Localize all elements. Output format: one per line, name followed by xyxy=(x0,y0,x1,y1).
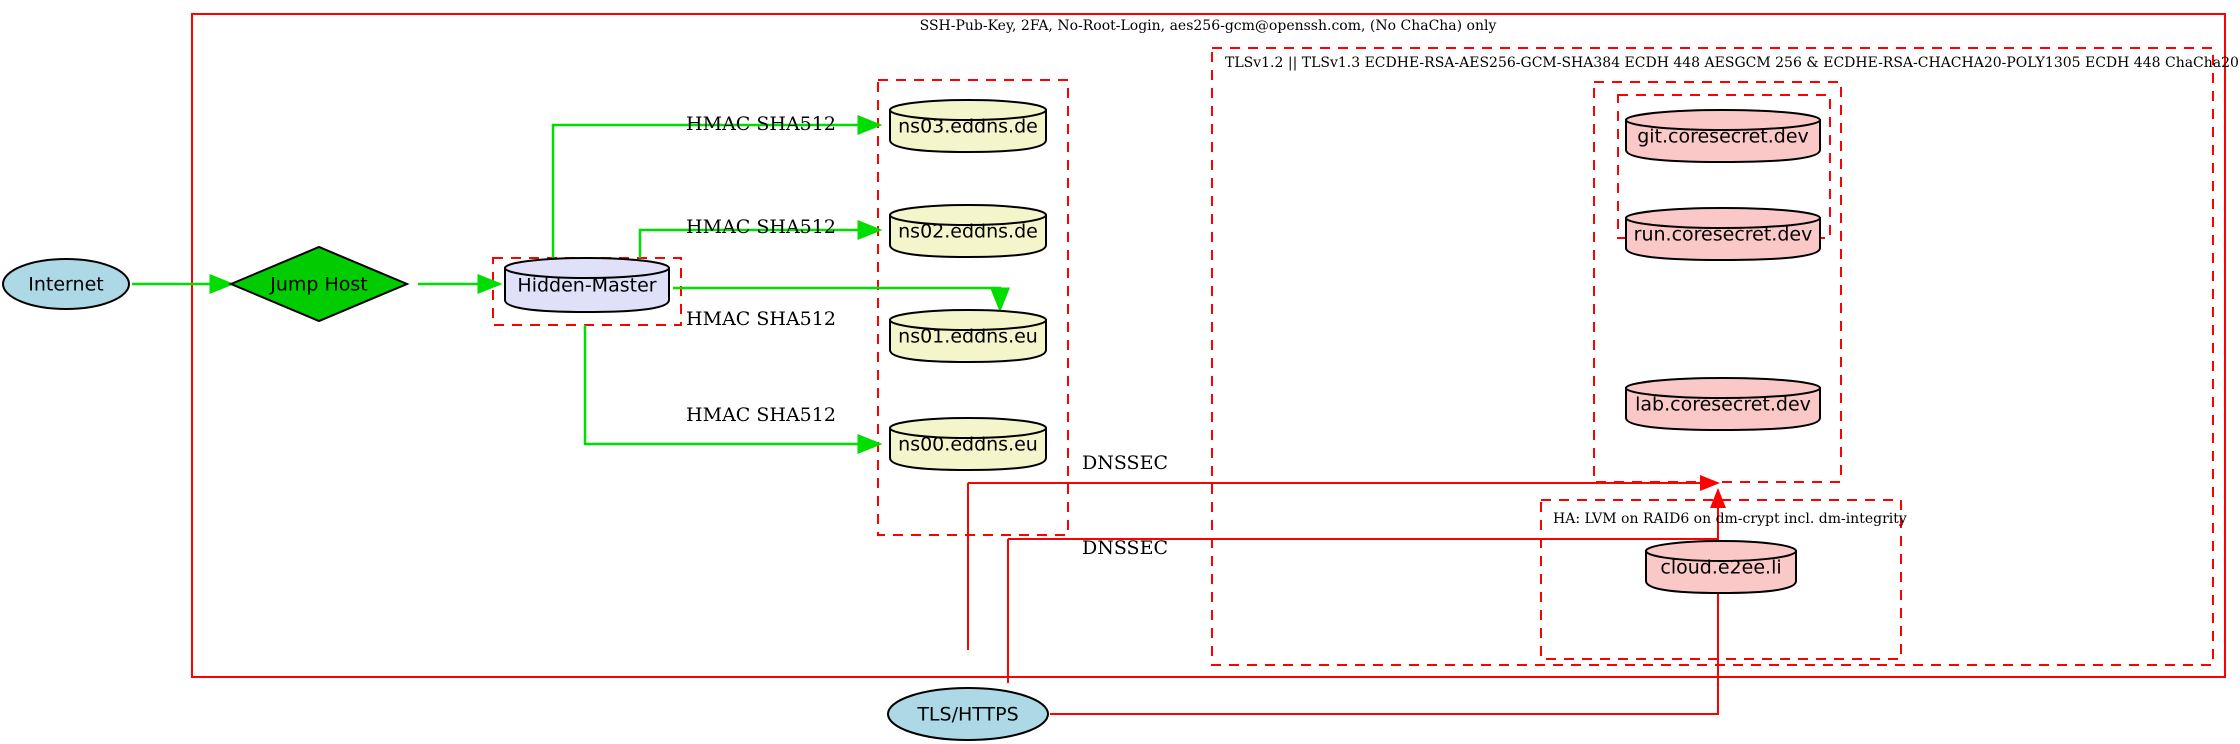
node-ns02[interactable]: ns02.eddns.de xyxy=(889,204,1047,259)
git-top xyxy=(1625,109,1821,131)
run-body xyxy=(1625,217,1821,262)
edge-hiddenmaster-ns01 xyxy=(673,286,1010,313)
edge-hiddenmaster-ns00 xyxy=(583,325,883,454)
ns03-label: ns03.eddns.de xyxy=(898,116,1038,138)
cluster-label-tls-ciphers: TLSv1.2 || TLSv1.3 ECDHE-RSA-AES256-GCM-… xyxy=(1225,55,2240,71)
ns02-top xyxy=(889,204,1047,226)
cluster-outer-ssh xyxy=(191,13,2226,678)
node-hiddenmaster[interactable]: Hidden-Master xyxy=(504,257,670,314)
ns03-top xyxy=(889,99,1047,121)
node-jumphost[interactable]: Jump Host xyxy=(228,245,410,323)
ns00-top xyxy=(889,417,1047,439)
cluster-label-ha-storage: HA: LVM on RAID6 on dm-crypt incl. dm-in… xyxy=(1553,511,1907,527)
ns01-label: ns01.eddns.eu xyxy=(898,326,1038,348)
edge-label-hmac-ns01: HMAC SHA512 xyxy=(686,308,836,330)
run-label: run.coresecret.dev xyxy=(1634,224,1813,246)
jumphost-shape xyxy=(228,245,410,323)
node-git-coresecret[interactable]: git.coresecret.dev xyxy=(1625,109,1821,164)
edge-hiddenmaster-ns02 xyxy=(638,220,883,258)
node-lab-coresecret[interactable]: lab.coresecret.dev xyxy=(1625,377,1821,432)
internet-shape xyxy=(2,258,130,310)
lab-top xyxy=(1625,377,1821,399)
node-run-coresecret[interactable]: run.coresecret.dev xyxy=(1625,207,1821,262)
edge-label-dnssec-upper: DNSSEC xyxy=(1082,452,1168,474)
ns02-label: ns02.eddns.de xyxy=(898,221,1038,243)
lab-body xyxy=(1625,387,1821,432)
hiddenmaster-label: Hidden-Master xyxy=(517,275,656,297)
edge-label-hmac-ns03: HMAC SHA512 xyxy=(686,113,836,135)
node-internet[interactable]: Internet xyxy=(2,258,130,310)
node-ns00[interactable]: ns00.eddns.eu xyxy=(889,417,1047,472)
hiddenmaster-body xyxy=(504,267,670,314)
cluster-dns-box xyxy=(877,79,1069,536)
ns02-body xyxy=(889,214,1047,259)
ns00-label: ns00.eddns.eu xyxy=(898,434,1038,456)
git-label: git.coresecret.dev xyxy=(1637,126,1809,148)
jumphost-label: Jump Host xyxy=(269,274,368,296)
internet-label: Internet xyxy=(28,274,103,296)
ns01-top xyxy=(889,309,1047,331)
run-top xyxy=(1625,207,1821,229)
git-body xyxy=(1625,119,1821,164)
tlshttps-shape xyxy=(887,687,1049,741)
edge-hiddenmaster-ns03 xyxy=(551,115,883,258)
edge-label-dnssec-lower: DNSSEC xyxy=(1082,537,1168,559)
cloud-top xyxy=(1645,540,1797,562)
ns03-body xyxy=(889,109,1047,154)
ns01-body xyxy=(889,319,1047,364)
hiddenmaster-top xyxy=(504,257,670,279)
tlshttps-label: TLS/HTTPS xyxy=(916,704,1018,726)
edge-label-hmac-ns00: HMAC SHA512 xyxy=(686,404,836,426)
cloud-body xyxy=(1645,550,1797,595)
node-ns01[interactable]: ns01.eddns.eu xyxy=(889,309,1047,364)
node-ns03[interactable]: ns03.eddns.de xyxy=(889,99,1047,154)
node-cloud-e2ee[interactable]: cloud.e2ee.li xyxy=(1645,540,1797,595)
edge-label-hmac-ns02: HMAC SHA512 xyxy=(686,216,836,238)
cluster-coresecret-inner xyxy=(1617,94,1831,239)
cloud-label: cloud.e2ee.li xyxy=(1660,557,1781,579)
cluster-label-outer-ssh: SSH-Pub-Key, 2FA, No-Root-Login, aes256-… xyxy=(920,18,1497,34)
lab-label: lab.coresecret.dev xyxy=(1635,394,1811,416)
ns00-body xyxy=(889,427,1047,472)
node-tlshttps[interactable]: TLS/HTTPS xyxy=(887,687,1049,741)
